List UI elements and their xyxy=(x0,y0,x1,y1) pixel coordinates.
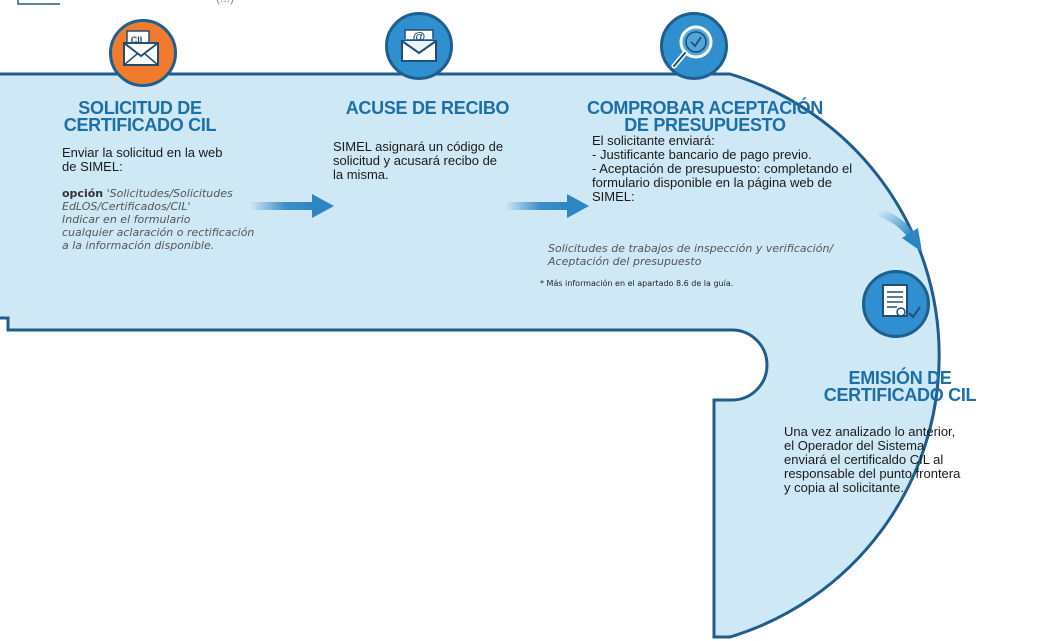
step4-body: Una vez analizado lo anterior, el Operad… xyxy=(784,424,961,495)
step3-body: El solicitante enviará: - Justificante b… xyxy=(592,133,853,204)
envelope-cil-icon: CIL xyxy=(123,30,159,66)
step2-title: ACUSE DE RECIBO xyxy=(345,98,510,118)
arrow-down-right-icon xyxy=(878,210,922,252)
step4-badge xyxy=(862,270,930,338)
arrow-right-icon xyxy=(250,194,334,218)
envelope-at-icon: @ xyxy=(401,29,437,62)
step1-badge: CIL xyxy=(109,19,177,87)
step1-body: Enviar la solicitud en la web de SIMEL: xyxy=(62,145,223,174)
step2-badge: @ xyxy=(385,12,453,80)
step3-italic: Solicitudes de trabajos de inspección y … xyxy=(548,242,834,268)
cil-icon-label: CIL xyxy=(131,35,146,45)
step3-footnote: * Más información en el apartado 8.6 de … xyxy=(540,279,734,288)
magnifier-check-icon xyxy=(671,25,713,69)
certificate-icon xyxy=(882,284,921,319)
top-caption: (...) xyxy=(90,0,360,5)
step3-badge xyxy=(660,12,728,80)
step4-title: EMISIÓN DE CERTIFICADO CIL xyxy=(823,368,977,405)
arrow-right-icon xyxy=(505,194,589,218)
step2-body: SIMEL asignará un código de solicitud y … xyxy=(333,139,504,182)
step1-title: SOLICITUD DE CERTIFICADO CIL xyxy=(63,98,217,135)
step3-title: COMPROBAR ACEPTACIÓN DE PRESUPUESTO xyxy=(587,98,823,135)
step1-option: opción 'Solicitudes/Solicitudes EdLOS/Ce… xyxy=(62,187,255,252)
